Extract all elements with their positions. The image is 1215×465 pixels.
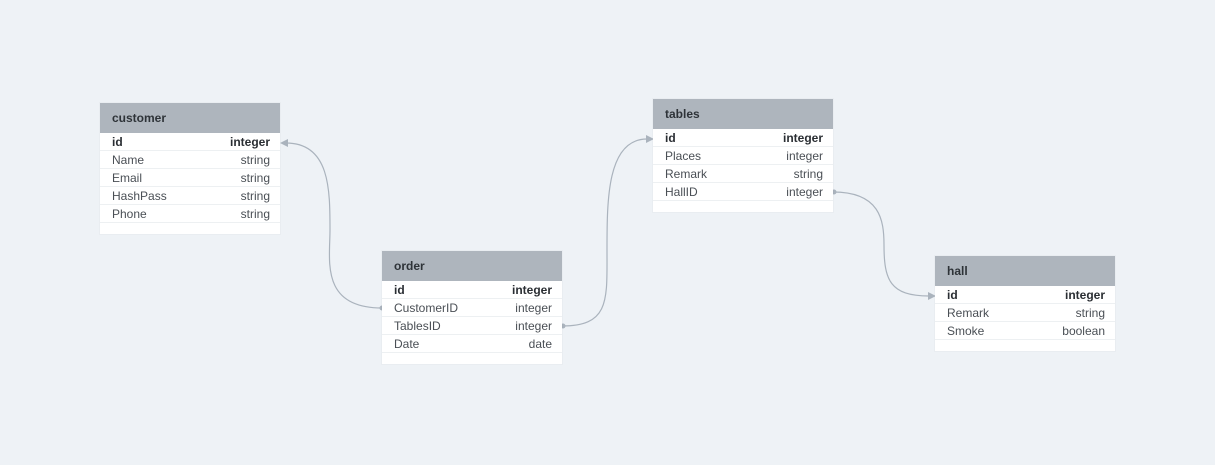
column-name: TablesID [394,319,441,333]
column-row[interactable]: Remark string [935,304,1115,322]
column-type: integer [786,185,823,199]
column-name: Remark [947,306,990,320]
column-name: CustomerID [394,301,459,315]
column-name: id [947,288,958,302]
column-type: string [240,171,270,185]
column-type: string [793,167,823,181]
column-name: Email [112,171,143,185]
column-name: id [112,135,123,149]
table-footer [382,353,562,364]
table-hall[interactable]: hall id integer Remark string Smoke bool… [935,256,1115,351]
column-name: Name [112,153,145,167]
table-footer [653,201,833,212]
column-name: id [394,283,405,297]
column-type: integer [1064,288,1105,302]
column-row[interactable]: id integer [100,133,280,151]
column-row[interactable]: Smoke boolean [935,322,1115,340]
column-type: string [1075,306,1105,320]
column-row[interactable]: HallID integer [653,183,833,201]
column-type: string [240,189,270,203]
column-type: integer [786,149,823,163]
column-name: HallID [665,185,698,199]
column-row[interactable]: id integer [382,281,562,299]
column-type: boolean [1062,324,1105,338]
column-row[interactable]: TablesID integer [382,317,562,335]
arrow-head-icon [280,139,288,147]
column-row[interactable]: Phone string [100,205,280,223]
column-name: Smoke [947,324,985,338]
relation-tables-hall [832,191,930,297]
column-type: integer [229,135,270,149]
relation-order-customer [285,142,383,309]
column-type: integer [511,283,552,297]
column-type: date [528,337,552,351]
column-row[interactable]: Name string [100,151,280,169]
column-row[interactable]: Places integer [653,147,833,165]
table-footer [100,223,280,234]
table-customer[interactable]: customer id integer Name string Email st… [100,103,280,234]
column-name: Phone [112,207,147,221]
table-order[interactable]: order id integer CustomerID integer Tabl… [382,251,562,364]
column-name: HashPass [112,189,167,203]
column-row[interactable]: id integer [653,129,833,147]
table-footer [935,340,1115,351]
table-title[interactable]: order [382,251,562,281]
column-type: integer [515,301,552,315]
column-row[interactable]: Email string [100,169,280,187]
column-type: string [240,207,270,221]
table-title[interactable]: tables [653,99,833,129]
column-row[interactable]: CustomerID integer [382,299,562,317]
column-row[interactable]: Remark string [653,165,833,183]
column-row[interactable]: Date date [382,335,562,353]
column-type: string [240,153,270,167]
column-name: Places [665,149,702,163]
column-type: integer [782,131,823,145]
column-name: Date [394,337,420,351]
relation-order-tables [561,138,648,327]
table-tables[interactable]: tables id integer Places integer Remark … [653,99,833,212]
column-type: integer [515,319,552,333]
column-name: Remark [665,167,708,181]
column-row[interactable]: HashPass string [100,187,280,205]
table-title[interactable]: customer [100,103,280,133]
column-name: id [665,131,676,145]
column-row[interactable]: id integer [935,286,1115,304]
table-title[interactable]: hall [935,256,1115,286]
